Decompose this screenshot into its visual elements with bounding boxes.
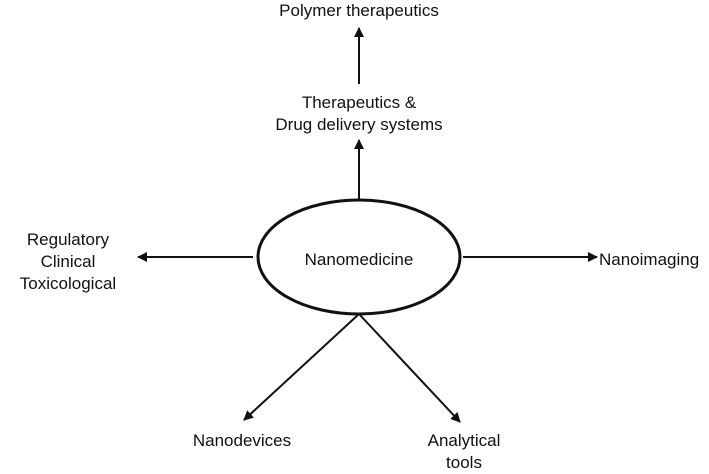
regulatory-line2: Clinical [40,252,96,271]
center-node-label: Nanomedicine [304,250,414,269]
regulatory-line3: Toxicological [19,274,117,293]
nanodevices-node: Nanodevices [192,431,292,450]
therapeutics-line2: Drug delivery systems [275,115,443,134]
arrow-to-nanodevices [243,313,360,421]
polymer-therapeutics-node: Polymer therapeutics [279,1,439,20]
therapeutics-line1: Therapeutics & [301,93,417,112]
regulatory-line1: Regulatory [26,230,110,249]
analytical-line2: tools [446,453,482,472]
analytical-line1: Analytical [427,431,501,450]
analytical-tools-node: Analytical tools [394,430,534,474]
arrow-to-analytical-tools [358,313,461,423]
therapeutics-node: Therapeutics & Drug delivery systems [259,92,459,136]
regulatory-node: Regulatory Clinical Toxicological [0,229,136,295]
nanoimaging-node: Nanoimaging [599,250,700,269]
